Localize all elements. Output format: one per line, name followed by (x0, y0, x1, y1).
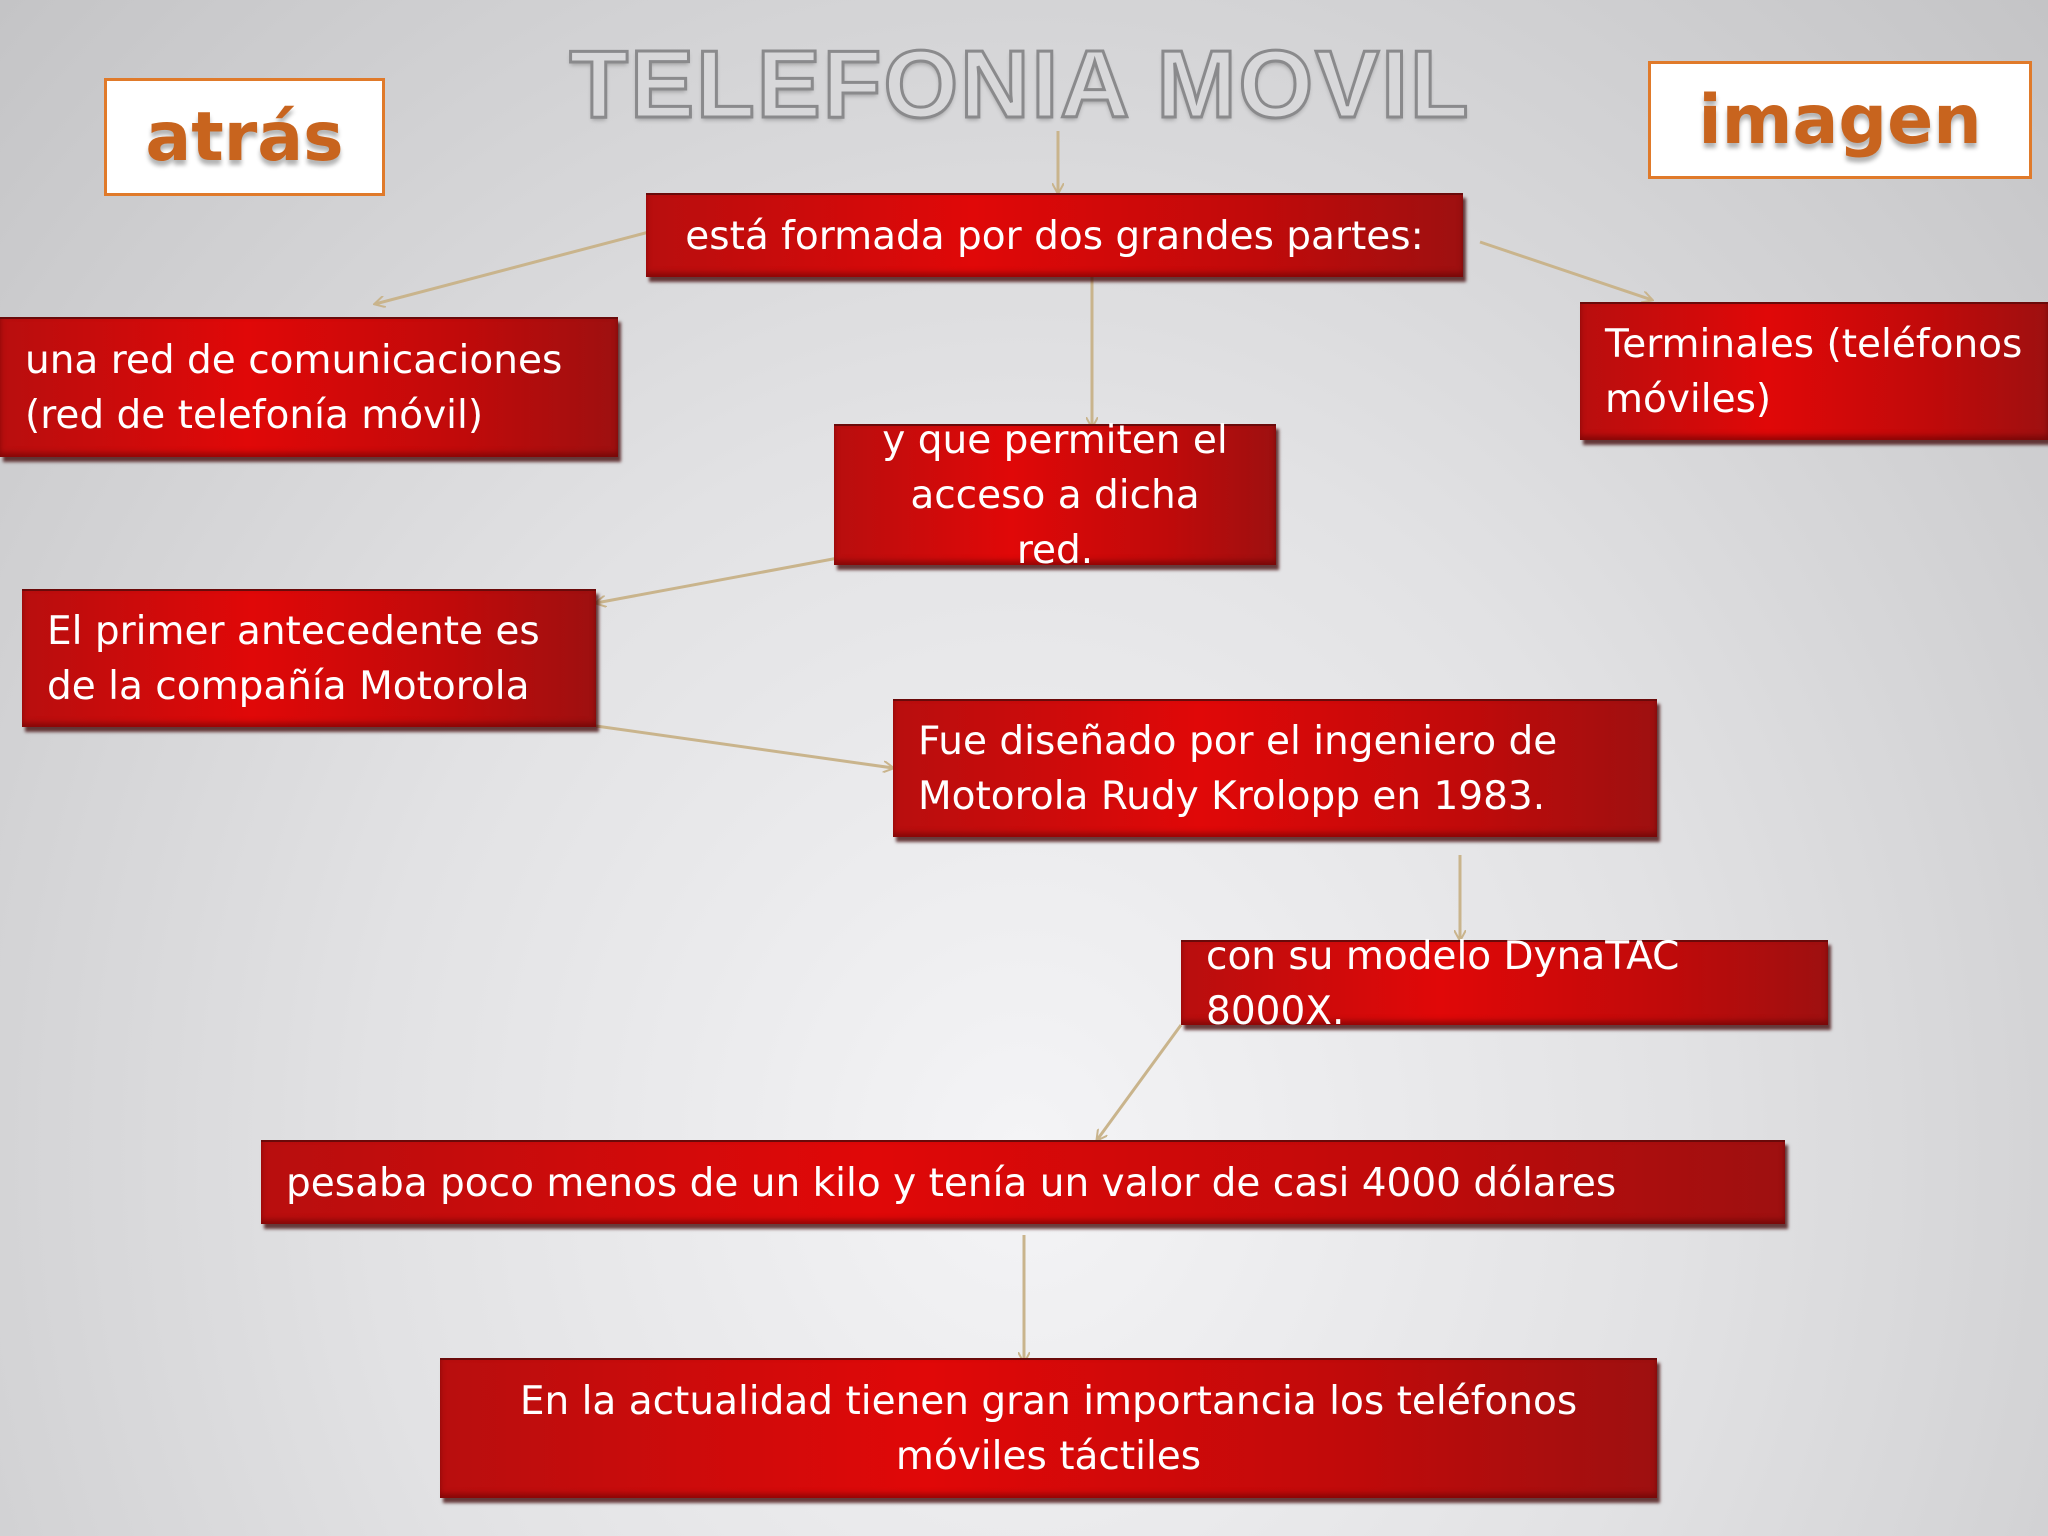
arrow-motorola-designer (595, 724, 893, 768)
page-title: TELEFONIA MOVIL (568, 30, 1471, 140)
image-button[interactable]: imagen (1648, 61, 2032, 179)
box-network: una red de comunicaciones (red de telefo… (0, 317, 618, 457)
arrow-root-network (375, 230, 650, 304)
box-root: está formada por dos grandes partes: (646, 193, 1463, 277)
box-access: y que permiten el acceso a dicha red. (834, 418, 1276, 573)
arrow-model-weight (1097, 1024, 1183, 1140)
box-weight-price: pesaba poco menos de un kilo y tenía un … (261, 1140, 1785, 1224)
arrow-root-terminals (1479, 240, 1652, 300)
back-button[interactable]: atrás (104, 78, 385, 196)
box-terminals: Terminales (teléfonos móviles) (1580, 302, 2048, 440)
box-model: con su modelo DynaTAC 8000X. (1181, 934, 1828, 1034)
arrow-access-motorola (596, 554, 850, 603)
box-today: En la actualidad tienen gran importancia… (440, 1358, 1657, 1498)
box-motorola: El primer antecedente es de la compañía … (22, 589, 596, 727)
box-designer: Fue diseñado por el ingeniero de Motorol… (893, 699, 1657, 837)
